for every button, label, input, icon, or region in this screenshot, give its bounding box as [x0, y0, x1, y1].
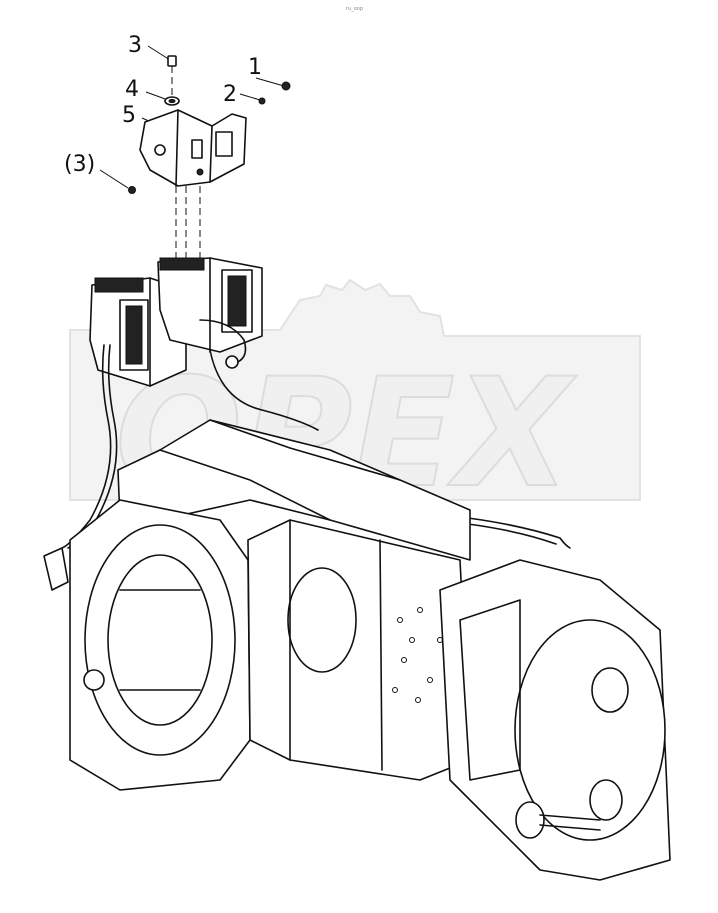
- nut-part-1: [281, 81, 291, 91]
- washer-part-2: [258, 97, 266, 105]
- leader-4: [145, 91, 169, 101]
- leader-3: [147, 45, 171, 61]
- leader-2: [239, 93, 261, 101]
- callouts: 1 2 3 4 5 (3): [64, 33, 285, 189]
- leader-1: [255, 77, 285, 87]
- callout-2: 2: [223, 82, 237, 107]
- screw-part-3-lower: [128, 186, 136, 194]
- callout-4: 4: [125, 77, 139, 102]
- bracket-part-5: [139, 109, 247, 187]
- right-flange-bore: [514, 619, 666, 841]
- sheet-mark: ru_oop: [346, 6, 363, 12]
- callout-3-bracket: (3): [64, 152, 95, 177]
- callout-3: 3: [128, 33, 142, 58]
- callout-1: 1: [248, 55, 262, 80]
- hose-clip: [43, 547, 69, 591]
- transmission-housing: [69, 419, 671, 881]
- explode-guides: [171, 66, 201, 258]
- leader-3-bracket: [99, 169, 129, 189]
- fasteners: [128, 55, 291, 194]
- washer-hole: [168, 98, 176, 104]
- screw-part-3: [167, 55, 177, 67]
- callout-5: 5: [122, 103, 136, 128]
- valve-assembly: [89, 257, 263, 387]
